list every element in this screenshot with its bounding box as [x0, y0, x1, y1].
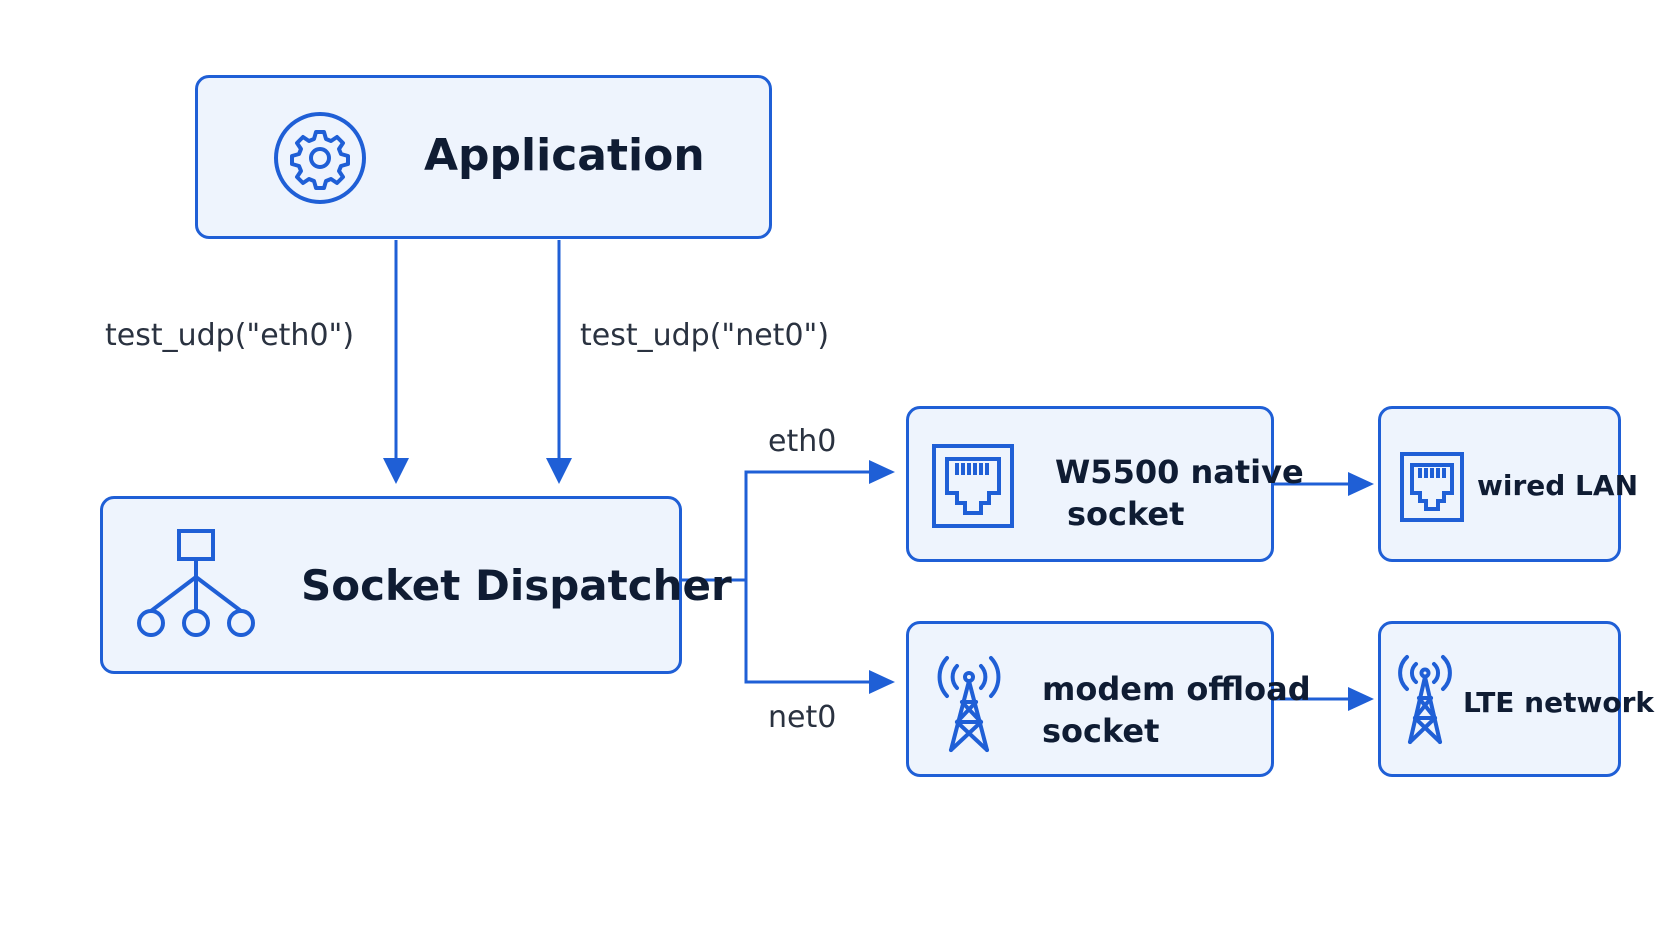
call-eth0-label: test_udp("eth0")	[105, 318, 355, 353]
wired-lan-node: wired LAN	[1378, 406, 1638, 562]
route-eth0-label: eth0	[768, 424, 837, 459]
call-net0-label: test_udp("net0")	[580, 318, 830, 353]
modem-label-line2: socket	[1042, 712, 1160, 750]
application-node: Application	[195, 75, 772, 239]
cell-tower-icon	[1398, 655, 1452, 744]
arrowhead	[1348, 472, 1374, 496]
w5500-label-line1: W5500 native	[1055, 453, 1304, 491]
socket-dispatcher-node: Socket Dispatcher	[100, 496, 732, 674]
application-label: Application	[424, 130, 705, 181]
lte-network-node: LTE network	[1378, 621, 1654, 777]
wired-lan-label: wired LAN	[1477, 469, 1638, 502]
gear-icon	[274, 112, 366, 204]
hierarchy-icon	[137, 529, 255, 637]
ethernet-port-icon	[1400, 452, 1464, 522]
lte-network-label: LTE network	[1463, 686, 1655, 719]
modem-label-line1: modem offload	[1042, 670, 1311, 708]
w5500-socket-node: W5500 native socket	[906, 406, 1304, 562]
edge-dispatcher-modem	[744, 580, 885, 684]
arrowhead	[869, 460, 895, 484]
ethernet-port-icon	[932, 444, 1014, 528]
cell-tower-icon	[937, 656, 1001, 752]
socket-dispatcher-label: Socket Dispatcher	[301, 561, 732, 610]
arrowhead	[869, 670, 895, 694]
w5500-label-line2: socket	[1067, 495, 1185, 533]
modem-socket-node: modem offload socket	[906, 621, 1311, 777]
arrowhead	[1348, 687, 1374, 711]
arrowhead	[546, 458, 572, 484]
arrowhead	[383, 458, 409, 484]
route-net0-label: net0	[768, 700, 837, 735]
edge-dispatcher-w5500	[744, 470, 885, 580]
